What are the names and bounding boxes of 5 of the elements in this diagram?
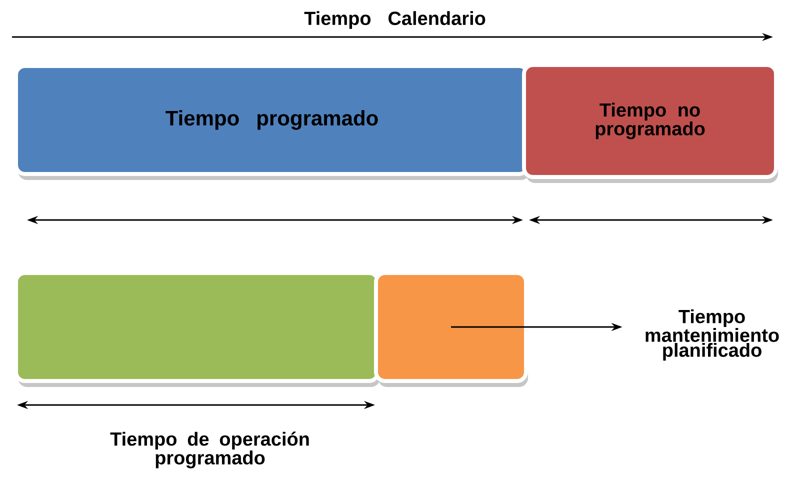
dimension-label: Tiempo Calendario bbox=[304, 11, 486, 29]
time-bar: Tiempo programado bbox=[14, 64, 530, 180]
node-text: Tiempo mantenimiento planificado bbox=[646, 309, 779, 361]
time-bar: Tiempo no programado bbox=[522, 63, 778, 183]
dimension-label: Tiempo de operación programado bbox=[110, 432, 309, 468]
